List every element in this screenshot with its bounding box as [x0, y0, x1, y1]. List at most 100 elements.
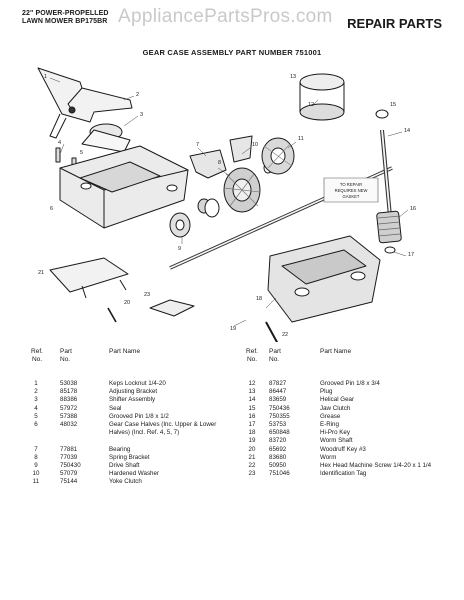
callout-5: 5	[80, 150, 83, 156]
callout-21: 21	[38, 270, 44, 276]
note-line-2: REQUIRES NEW	[335, 188, 368, 193]
part-name: Grease	[320, 412, 341, 420]
ref-no: 14	[248, 396, 256, 404]
part-no: 65692	[269, 445, 287, 453]
col-name-header: Part Name	[109, 348, 141, 355]
part-name: Spring Bracket	[109, 453, 150, 461]
part-no: 77039	[60, 453, 78, 461]
callout-19: 19	[230, 326, 236, 332]
part-no: 83680	[269, 453, 287, 461]
part-no: 87827	[269, 380, 287, 387]
callout-14: 14	[404, 128, 410, 134]
callout-12: 12	[308, 102, 314, 108]
ref-no: 2	[34, 388, 38, 396]
col-part-header: Part No.	[269, 348, 281, 363]
watermark: AppliancePartsPros.com	[118, 6, 333, 27]
part-name: Jaw Clutch	[320, 404, 351, 412]
table-row: 8 77039 Spring Bracket	[30, 454, 235, 462]
part-no: 57972	[60, 404, 78, 412]
ref-no: 20	[248, 445, 256, 453]
diagram-subtitle: GEAR CASE ASSEMBLY PART NUMBER 751001	[142, 48, 322, 57]
part-name: Hi-Pro Key	[320, 429, 350, 437]
callout-15: 15	[390, 102, 396, 108]
callout-7: 7	[196, 142, 199, 148]
ref-no: 7	[34, 445, 38, 453]
col-ref-header: Ref. No.	[31, 348, 43, 363]
spring-bracket	[49, 257, 129, 293]
exploded-parts-diagram: TO REPAIR REQUIRES NEW GASKET 1 2 3 4 5 …	[37, 67, 416, 342]
callout-17: 17	[408, 252, 414, 258]
callout-20: 20	[124, 300, 130, 306]
part-no: 650848	[269, 429, 290, 437]
ref-no: 17	[248, 420, 256, 428]
part-name: Adjusting Bracket	[109, 388, 158, 396]
ref-no: 6	[34, 420, 38, 428]
part-name: Keps Locknut 1/4-20	[109, 380, 166, 387]
callout-16: 16	[410, 206, 416, 212]
part-name: Identification Tag	[320, 470, 367, 478]
ref-no: 12	[248, 380, 256, 387]
callout-18: 18	[256, 296, 262, 302]
plug	[299, 73, 345, 121]
ref-no: 18	[248, 429, 256, 437]
ref-no: 23	[248, 470, 256, 478]
worm	[376, 210, 402, 244]
part-name: E-Ring	[320, 420, 339, 428]
ref-no: 11	[32, 478, 40, 486]
part-no: 88386	[60, 396, 78, 404]
part-no: 83659	[269, 396, 287, 404]
col-ref-header: Ref. No.	[246, 348, 258, 363]
yoke-clutch	[189, 149, 227, 179]
part-no: 85178	[60, 388, 78, 396]
callout-4: 4	[58, 140, 61, 146]
part-name: Seal	[109, 404, 122, 412]
part-no: 77881	[60, 445, 78, 453]
note-line-1: TO REPAIR	[340, 182, 362, 187]
part-no: 86447	[269, 388, 287, 396]
ref-no: 8	[34, 453, 38, 461]
part-name: Plug	[320, 388, 333, 396]
ref-no: 1	[34, 380, 38, 387]
callout-3: 3	[140, 112, 143, 118]
part-no: 57079	[60, 470, 78, 478]
part-no: 53038	[60, 380, 78, 387]
callout-6: 6	[50, 206, 53, 212]
part-no: 57388	[60, 412, 78, 420]
hex-head-machine-screw	[265, 321, 279, 342]
section-title: REPAIR PARTS	[347, 16, 442, 31]
ref-no: 16	[248, 412, 256, 420]
table-row: 9 750430 Drive Shaft	[30, 462, 235, 470]
hardened-washer	[204, 198, 220, 218]
header-title: 22" POWER-PROPELLED LAWN MOWER BP175BR	[22, 10, 109, 26]
header-title-line1: 22" POWER-PROPELLED	[22, 10, 109, 17]
part-no: 750436	[269, 404, 290, 412]
ref-no: 9	[34, 461, 38, 469]
part-no: 75144	[60, 478, 78, 486]
note-line-3: GASKET	[343, 194, 360, 199]
col-name-header: Part Name	[320, 348, 352, 355]
ref-no: 22	[248, 461, 256, 469]
part-name: Bearing	[109, 445, 131, 453]
helical-gear	[223, 167, 261, 213]
repair-note-box	[323, 177, 379, 203]
part-no: 83720	[269, 437, 287, 445]
part-no: 750430	[60, 461, 81, 469]
part-name: Drive Shaft	[109, 461, 140, 469]
table-row: 17 53753 E-Ring	[243, 421, 448, 429]
callout-22: 22	[282, 332, 288, 338]
part-no: 53753	[269, 420, 287, 428]
